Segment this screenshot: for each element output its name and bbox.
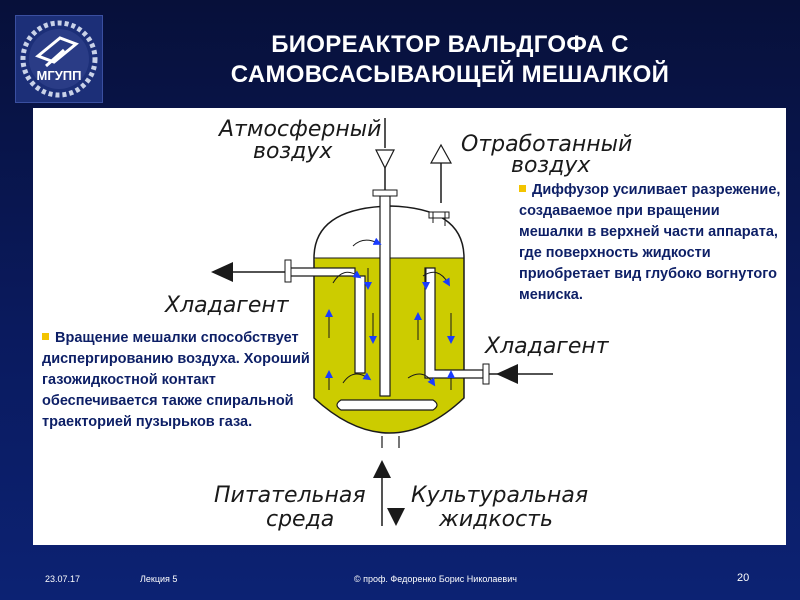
label-culture-1: Культуральная (411, 483, 588, 508)
rotation-note: Вращение мешалки способствует диспергиро… (42, 328, 332, 433)
flow-swirl-surface (352, 237, 382, 247)
university-logo: МГУПП (15, 15, 103, 103)
flow-swirl-top-right (422, 271, 451, 287)
flow-swirl-bottom-right (407, 373, 436, 387)
exhaust-arrow (429, 143, 453, 164)
diffuser-note: Диффузор усиливает разрежение, создаваем… (519, 180, 781, 306)
label-feed-1: Питательная (214, 483, 366, 508)
coolant-in-arrow (496, 364, 518, 384)
label-air-in-2: воздух (253, 139, 333, 164)
impeller (336, 399, 438, 411)
slide-title: БИОРЕАКТОР ВАЛЬДГОФА С САМОВСАСЫВАЮЩЕЙ М… (150, 30, 750, 90)
title-line-2: САМОВСАСЫВАЮЩЕЙ МЕШАЛКОЙ (230, 61, 670, 88)
shaft-flange (372, 189, 398, 197)
title-line-1: БИОРЕАКТОР ВАЛЬДГОФА С (271, 31, 629, 58)
label-coolant-out: Хладагент (164, 293, 290, 318)
top-port (428, 211, 450, 219)
bullet-icon (42, 333, 49, 340)
flow-swirl-bottom-left (342, 372, 372, 384)
page-number: 20 (737, 572, 750, 584)
shaft (379, 195, 391, 397)
bullet-icon (519, 185, 526, 192)
label-air-in-1: Атмосферный (217, 117, 381, 142)
diffuser-note-text: Диффузор усиливает разрежение, создаваем… (519, 182, 781, 303)
footer-author: © проф. Федоренко Борис Николаевич (354, 574, 517, 584)
coolant-out-arrow (211, 262, 233, 282)
air-inlet-arrow (375, 149, 395, 170)
logo-text: МГУПП (37, 68, 82, 83)
flow-swirl-top-left (332, 270, 362, 284)
diagram-panel: Атмосферный воздух Отработанный воздух Х… (33, 108, 786, 545)
culture-arrow (387, 508, 405, 526)
label-coolant-in: Хладагент (484, 334, 610, 359)
label-exhaust-1: Отработанный (461, 132, 632, 157)
feed-arrow (373, 460, 391, 478)
label-exhaust-2: воздух (511, 153, 591, 178)
bioreactor-diagram: Атмосферный воздух Отработанный воздух Х… (164, 117, 632, 532)
footer-lecture: Лекция 5 (140, 574, 178, 584)
footer-date: 23.07.17 (45, 574, 81, 584)
vessel-body (313, 205, 465, 434)
label-feed-2: среда (266, 507, 334, 532)
label-culture-2: жидкость (438, 507, 553, 532)
rotation-note-text: Вращение мешалки способствует диспергиро… (42, 330, 310, 430)
